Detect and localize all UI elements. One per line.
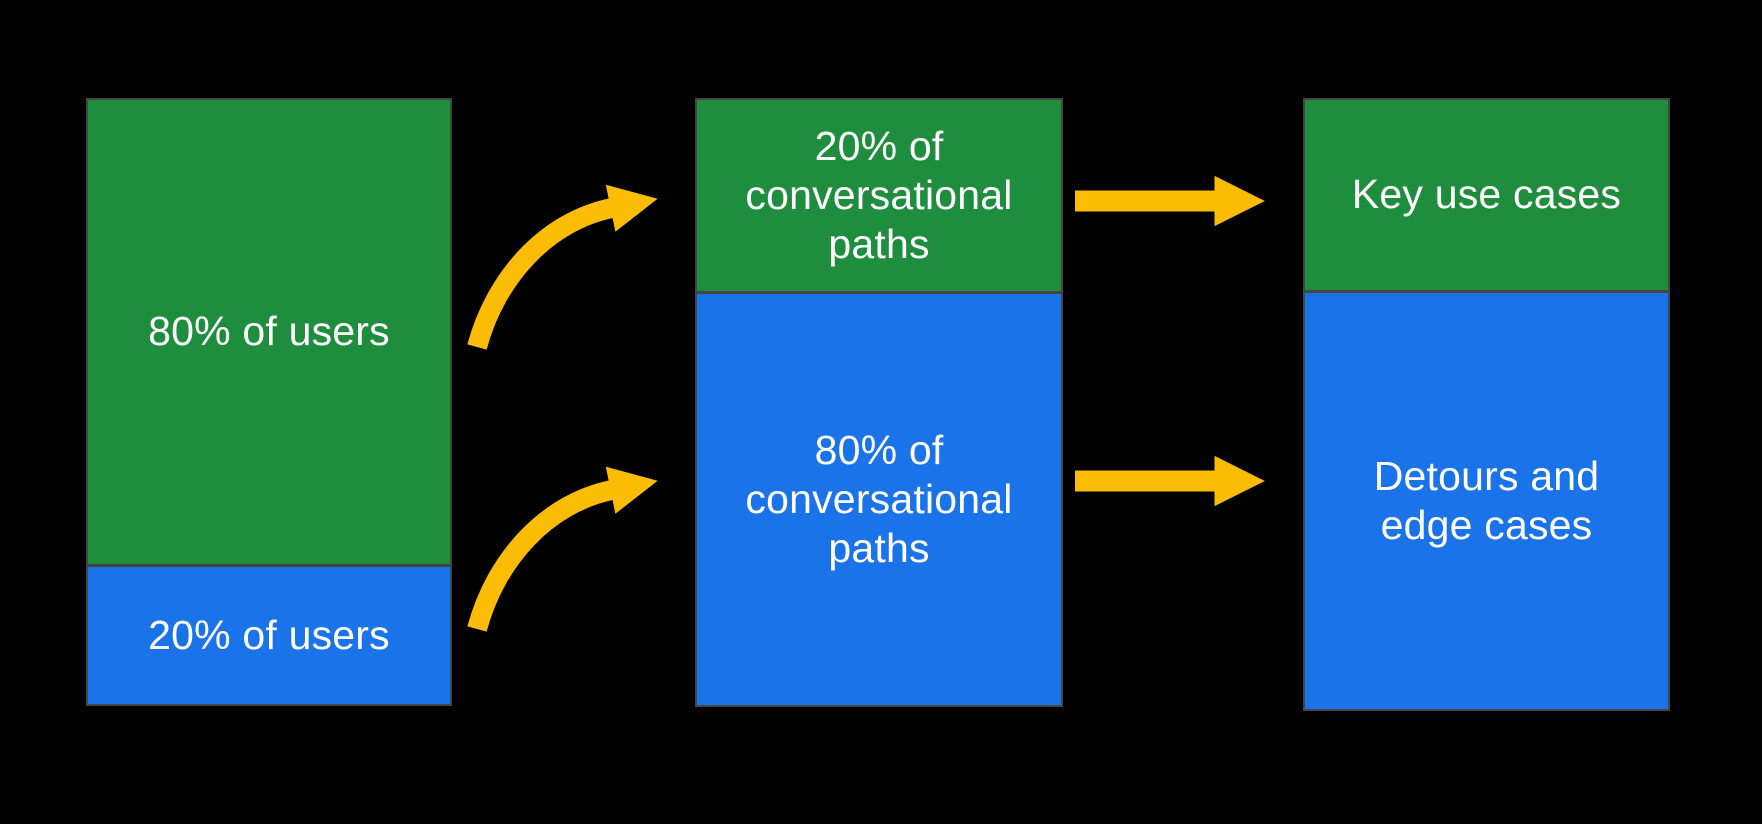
segment-label: 80% of conversational paths bbox=[745, 426, 1013, 571]
segment-20-of-users: 20% of users bbox=[88, 564, 450, 704]
curved-arrow-icon-users20-to-paths80 bbox=[467, 466, 658, 632]
segment-80-of-users: 80% of users bbox=[88, 100, 450, 565]
segment-label: 80% of users bbox=[148, 308, 390, 355]
segment-label: 20% of conversational paths bbox=[745, 122, 1013, 267]
segment-detours-and-edge-cases: Detours and edge cases bbox=[1305, 289, 1668, 709]
segment-label: Key use cases bbox=[1351, 171, 1622, 218]
segment-label: Detours and edge cases bbox=[1373, 452, 1600, 548]
segment-label: 20% of users bbox=[148, 611, 390, 658]
curved-arrow-icon-users80-to-paths20 bbox=[467, 184, 658, 350]
segment-80-of-conversational-paths: 80% of conversational paths bbox=[697, 290, 1061, 705]
segment-key-use-cases: Key use cases bbox=[1305, 100, 1668, 290]
conversational-paths-column: 20% of conversational paths 80% of conve… bbox=[695, 98, 1063, 707]
users-column: 80% of users 20% of users bbox=[86, 98, 452, 706]
outcomes-column: Key use cases Detours and edge cases bbox=[1303, 98, 1670, 711]
segment-20-of-conversational-paths: 20% of conversational paths bbox=[697, 100, 1061, 291]
